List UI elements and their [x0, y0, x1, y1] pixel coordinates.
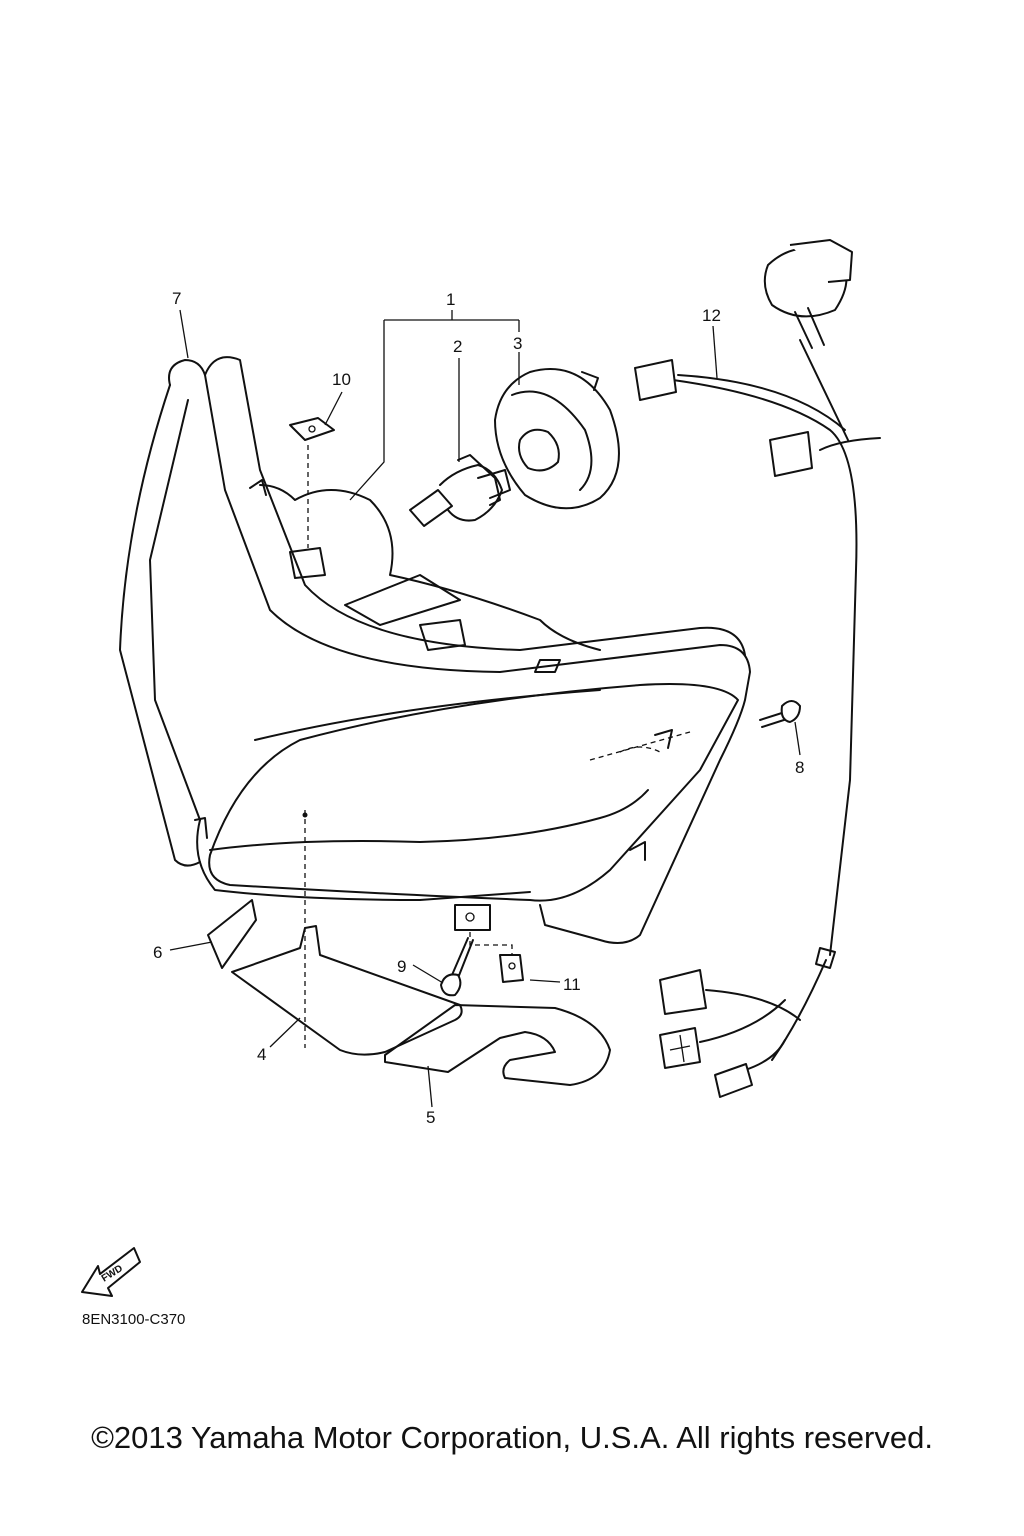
callout-11: 11 [563, 975, 581, 994]
cover-5 [384, 1004, 611, 1086]
screw-8 [759, 700, 801, 728]
callout-7: 7 [172, 289, 181, 308]
bulb-cover [494, 368, 620, 510]
callout-4: 4 [257, 1045, 266, 1064]
cover-6 [207, 899, 257, 969]
headlight-housing [119, 356, 751, 945]
callout-3: 3 [513, 334, 522, 353]
bolt-9 [440, 937, 474, 997]
copyright-text: ©2013 Yamaha Motor Corporation, U.S.A. A… [91, 1420, 933, 1455]
callout-5: 5 [426, 1108, 435, 1127]
cover-4 [231, 925, 463, 1056]
callout-6: 6 [153, 943, 162, 962]
callout-10: 10 [332, 370, 351, 389]
callout-1: 1 [446, 290, 455, 309]
callout-8: 8 [795, 758, 804, 777]
wire-harness [634, 239, 881, 1098]
fwd-arrow-icon: FWD [81, 1247, 141, 1297]
callout-2: 2 [453, 337, 462, 356]
callout-9: 9 [397, 957, 406, 976]
leader-lines [169, 309, 801, 1108]
clip-nut-10 [289, 417, 335, 441]
diagram-code: 8EN3100-C370 [82, 1311, 186, 1328]
bulb [409, 454, 511, 527]
callout-12: 12 [702, 306, 721, 325]
